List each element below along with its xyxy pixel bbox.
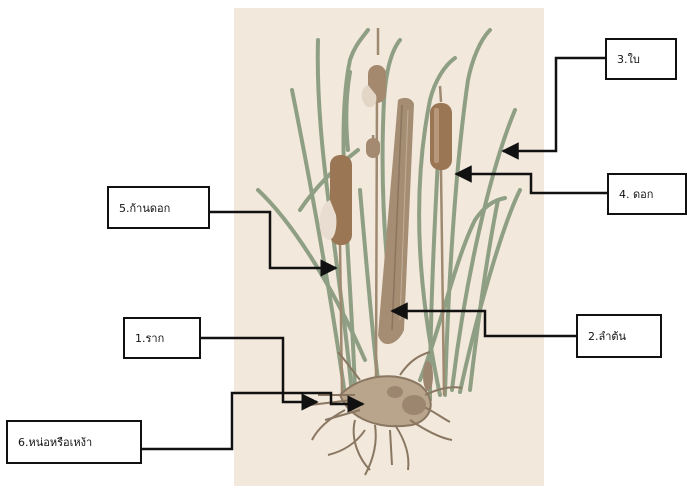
label-rhizome: 6.หน่อหรือเหง้า bbox=[6, 420, 142, 464]
label-leaf: 3.ใบ bbox=[605, 38, 677, 80]
label-stem: 2.ลำต้น bbox=[576, 314, 662, 358]
label-root: 1.ราก bbox=[123, 317, 201, 359]
label-flower: 4. ดอก bbox=[607, 173, 687, 215]
label-peduncle: 5.ก้านดอก bbox=[107, 186, 210, 229]
